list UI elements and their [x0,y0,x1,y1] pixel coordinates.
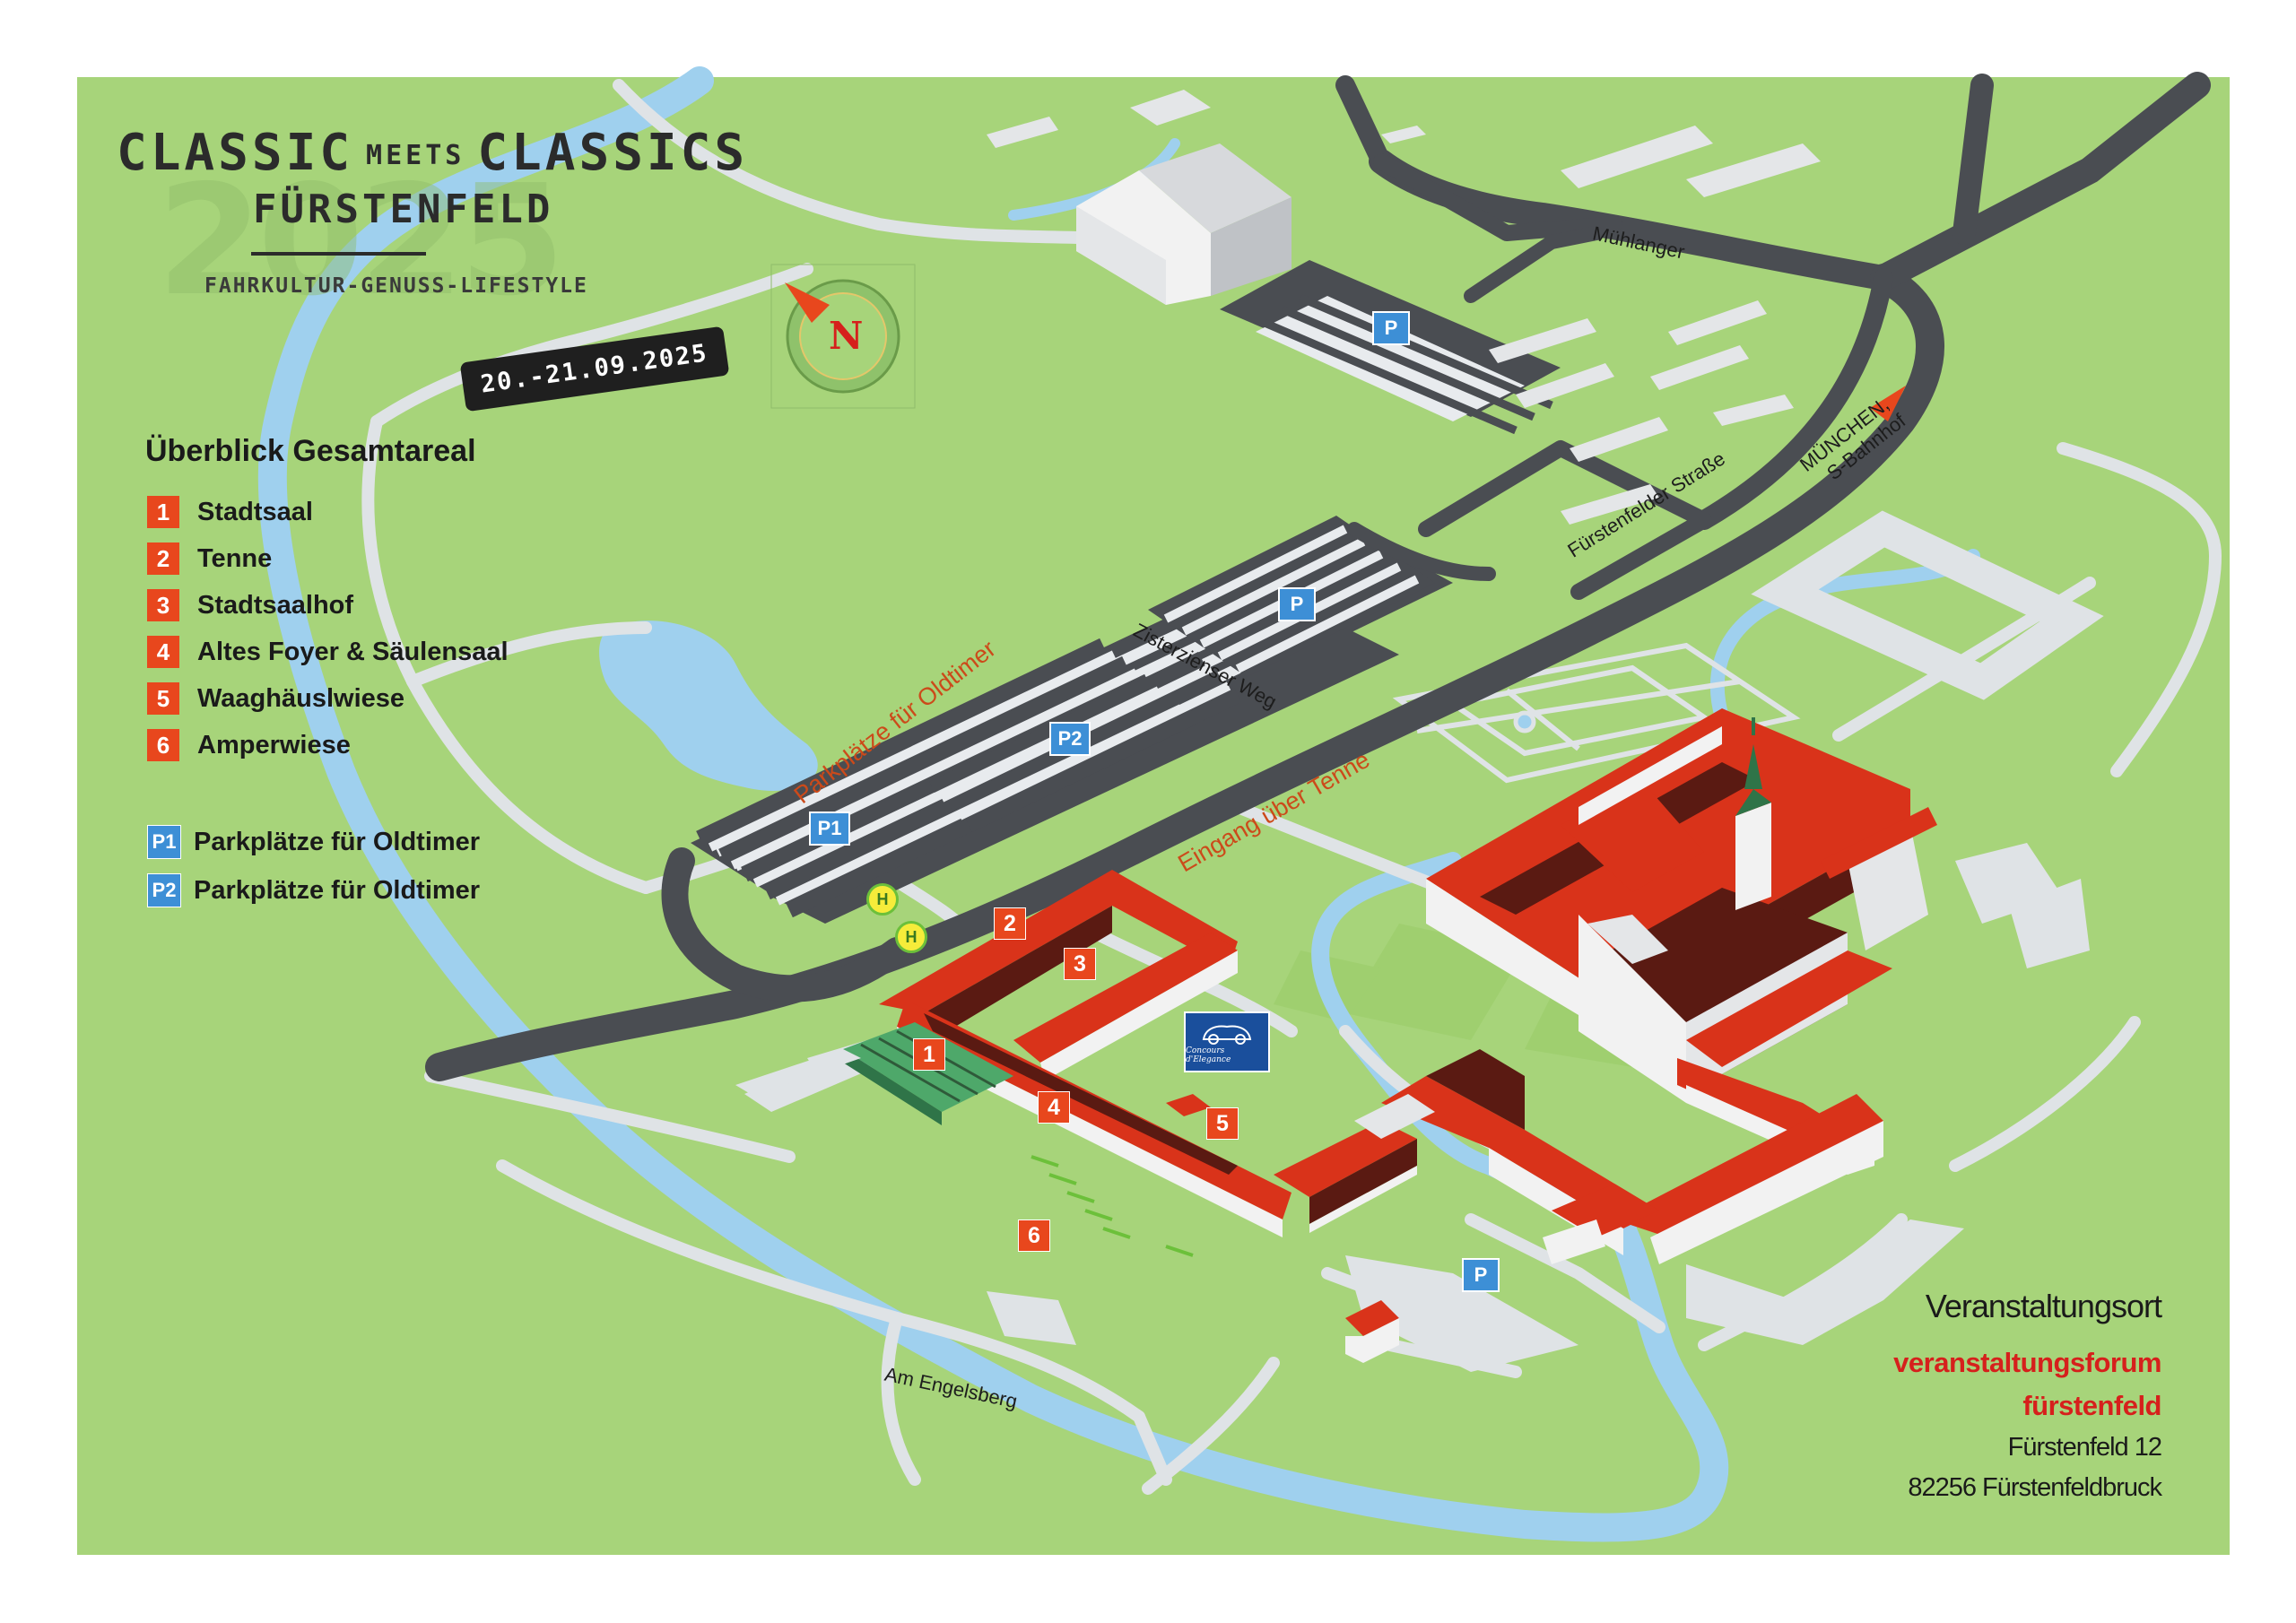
marker-waaghaeuslwiese: 5 [1206,1107,1239,1140]
legend-parking-label: Parkplätze für Oldtimer [194,827,481,856]
venue-name-line1: veranstaltungsforum [1893,1347,2161,1378]
legend-badge: 4 [147,636,179,668]
legend-parking-badge: P2 [147,873,181,907]
legend-label: Stadtsaal [197,497,313,526]
car-logo-icon [1202,1025,1252,1045]
title-classic: CLASSIC [117,124,354,182]
title-classics: CLASSICS [477,124,749,182]
legend-badge: 5 [147,682,179,715]
bus-stop-icon: H [866,883,899,916]
venue-complex [735,708,1937,1363]
marker-p2: P2 [1049,722,1091,756]
venue-name-line2: fürstenfeld [2022,1390,2161,1421]
venue-city: 82256 Fürstenfeldbruck [1908,1473,2162,1502]
fountain [1513,710,1536,733]
marker-parking-central: P [1278,587,1316,621]
legend-label: Waaghäuslwiese [197,683,405,713]
title-meets: MEETS [366,140,465,172]
compass-icon [770,264,916,409]
legend-label: Tenne [197,543,273,573]
legend-item: 1 Stadtsaal [147,495,313,529]
ghost-year: 2025 [157,152,565,330]
legend-badge: 6 [147,729,179,761]
legend-badge: 1 [147,496,179,528]
marker-stadtsaalhof: 3 [1064,948,1096,980]
marker-altes-foyer: 4 [1038,1091,1070,1124]
venue-heading: Veranstaltungsort [1925,1288,2162,1324]
legend-parking-item: P2 Parkplätze für Oldtimer [147,873,480,907]
marker-parking-north: P [1372,311,1410,345]
concours-logo: Concours d'Elegance [1184,1011,1270,1072]
amperwiese-stripes [1031,1155,1194,1257]
legend-label: Altes Foyer & Säulensaal [197,637,509,666]
title-divider [251,252,426,256]
event-subtitle: FÜRSTENFELD [253,187,554,232]
roads [425,72,2211,1081]
bus-stop-icon: H [895,921,927,953]
lake [599,621,818,791]
venue-street: Fürstenfeld 12 [2007,1433,2162,1462]
concours-logo-text: Concours d'Elegance [1186,1046,1231,1064]
legend-parking-label: Parkplätze für Oldtimer [194,875,481,905]
marker-parking-south: P [1462,1258,1500,1292]
legend-badge: 3 [147,589,179,621]
legend-item: 2 Tenne [147,542,272,576]
legend-item: 3 Stadtsaalhof [147,588,353,622]
event-title: CLASSIC MEETS CLASSICS [117,124,748,182]
legend-item: 5 Waaghäuslwiese [147,681,404,716]
marker-p1: P1 [809,812,850,846]
marker-stadtsaal: 1 [913,1038,945,1071]
buildings-north [987,90,1821,525]
muenchen-arrow-icon [1870,386,1906,421]
legend-label: Amperwiese [197,730,351,759]
legend-item: 6 Amperwiese [147,728,351,762]
legend-title: Überblick Gesamtareal [145,434,476,468]
garden-parterre [1392,642,1801,784]
legend-badge: 2 [147,542,179,575]
legend-parking-item: P1 Parkplätze für Oldtimer [147,825,480,859]
marker-amperwiese: 6 [1018,1219,1050,1252]
compass-letter: N [829,314,864,358]
event-tagline: FAHRKULTUR-GENUSS-LIFESTYLE [204,274,588,298]
marker-tenne: 2 [994,907,1026,940]
plazas [744,510,2104,1372]
legend-parking-badge: P1 [147,825,181,859]
legend-label: Stadtsaalhof [197,590,354,620]
legend-item: 4 Altes Foyer & Säulensaal [147,635,509,669]
